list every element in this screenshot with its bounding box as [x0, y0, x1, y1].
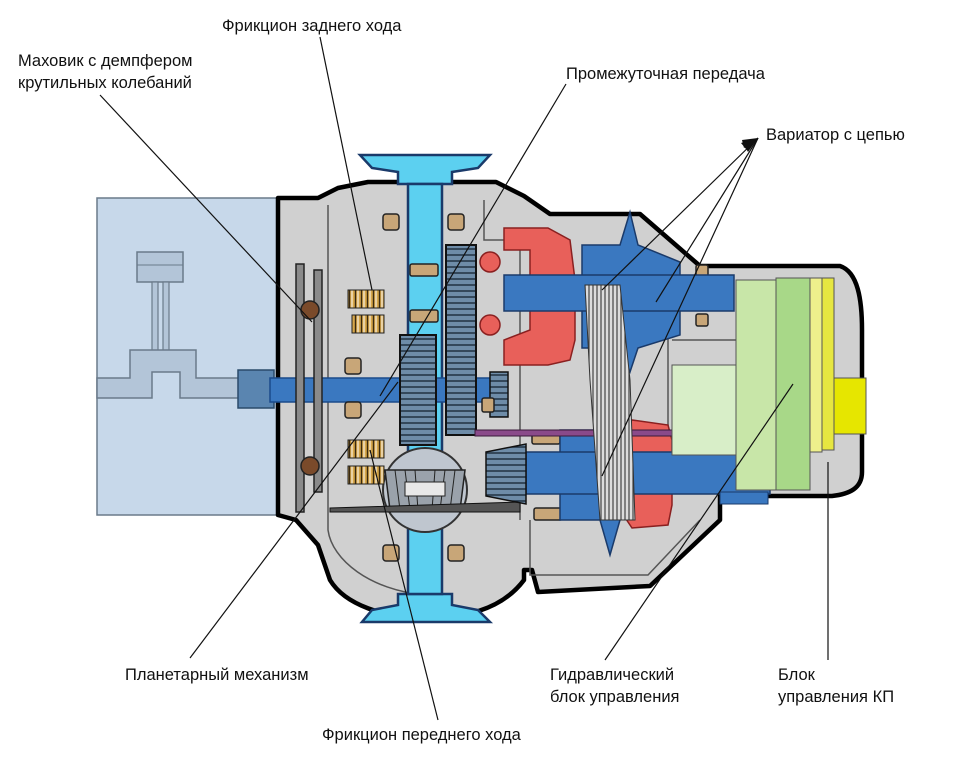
- label-control-line1: Блок: [778, 666, 815, 684]
- label-forward-clutch: Фрикцион переднего хода: [322, 726, 521, 744]
- ring-gear: [329, 501, 521, 513]
- intermediate-gear: [445, 244, 477, 436]
- piston: [136, 251, 184, 283]
- label-intermediate-gear: Промежуточная передача: [566, 65, 765, 83]
- connecting-rod: [151, 281, 159, 353]
- flywheel: [295, 263, 323, 513]
- input-shaft-coupling: [237, 369, 275, 409]
- tcu-connector: [833, 377, 867, 435]
- label-control-line2: управления КП: [778, 688, 895, 706]
- reverse-clutch-pack: [347, 289, 385, 334]
- axle-flange-top: [357, 153, 493, 186]
- planetary-gearset: [399, 334, 437, 446]
- damper-spring: [300, 300, 320, 320]
- damper-spring: [300, 456, 320, 476]
- label-hydraulic-line2: блок управления: [550, 688, 680, 706]
- label-variator: Вариатор с цепью: [766, 126, 905, 144]
- label-reverse-clutch: Фрикцион заднего хода: [222, 17, 402, 35]
- leader-lines: [99, 36, 829, 721]
- label-flywheel-line2: крутильных колебаний: [18, 74, 192, 92]
- secondary-pinion: [485, 443, 527, 505]
- engine-block: [96, 197, 281, 516]
- axle-flange-bottom: [359, 592, 494, 624]
- label-hydraulic-line1: Гидравлический: [550, 666, 675, 684]
- oil-pump-shaft: [474, 429, 676, 437]
- variator-chain: [584, 284, 636, 521]
- label-planetary: Планетарный механизм: [125, 666, 309, 684]
- label-flywheel-line1: Маховик с демпфером: [18, 52, 193, 70]
- secondary-shaft: [525, 451, 771, 495]
- variator-arrowheads: [741, 138, 758, 152]
- hydraulic-control-block: [735, 279, 777, 491]
